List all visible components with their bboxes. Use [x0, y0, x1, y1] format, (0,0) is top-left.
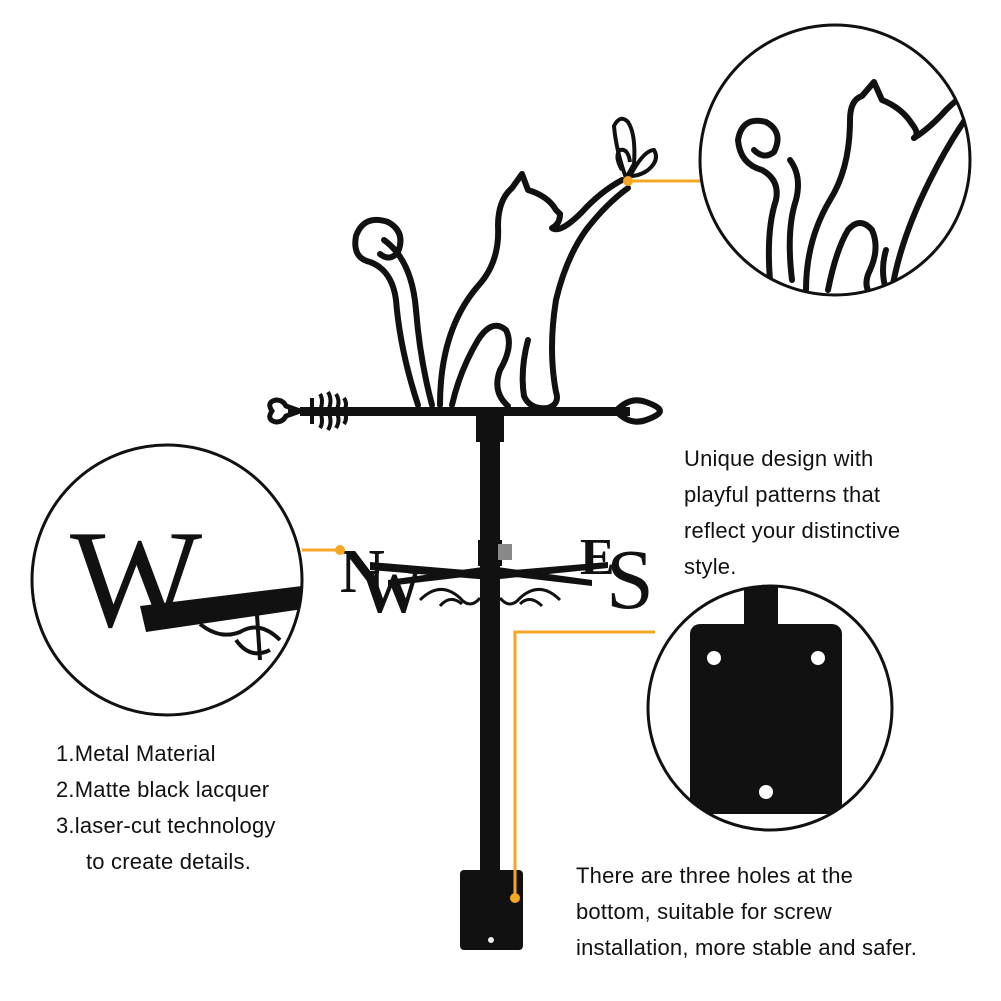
letter-n: N	[340, 538, 385, 606]
letter-w: W	[360, 558, 422, 626]
compass-letters: N W E S	[340, 529, 654, 627]
detail-circle-cat	[698, 23, 972, 297]
design-note-line-1: Unique design with	[684, 446, 874, 471]
leader-dot-letters	[335, 545, 345, 555]
detail-circle-plate	[646, 584, 894, 832]
cat-silhouette	[352, 171, 631, 412]
leader-dot-plate	[510, 893, 520, 903]
design-note-line-2: playful patterns that	[684, 482, 881, 507]
holes-note-line-1: There are three holes at the	[576, 863, 854, 888]
feature-list: 1.Metal Material 2.Matte black lacquer 3…	[56, 736, 276, 880]
letter-s: S	[606, 531, 654, 627]
pole	[480, 415, 500, 885]
letter-e: E	[580, 529, 615, 586]
feature-item-1: 1.Metal Material	[56, 741, 216, 766]
design-note: Unique design with playful patterns that…	[684, 441, 900, 585]
design-note-line-3: reflect your distinctive	[684, 518, 901, 543]
butterfly-icon	[611, 116, 658, 183]
design-note-line-4: style.	[684, 554, 737, 579]
feature-item-2: 2.Matte black lacquer	[56, 777, 270, 802]
leader-line-plate	[513, 630, 655, 898]
fishbone-icon	[288, 390, 352, 432]
detail-letter-w: W	[70, 502, 202, 657]
compass-arms	[370, 540, 608, 608]
leader-dot-cat	[623, 176, 633, 186]
feature-item-3: 3.laser-cut technology	[56, 813, 276, 838]
holes-note-line-2: bottom, suitable for screw	[576, 899, 832, 924]
leader-lines	[302, 179, 700, 898]
detail-circle-letter: W	[30, 443, 304, 717]
holes-note: There are three holes at the bottom, sui…	[576, 858, 917, 966]
arrow	[267, 390, 664, 432]
pole-upper-collar	[476, 412, 504, 442]
plate-hole	[488, 937, 494, 943]
holes-note-line-3: installation, more stable and safer.	[576, 935, 918, 960]
feature-item-3-continued: to create details.	[86, 849, 252, 874]
mounting-plate	[460, 870, 523, 950]
weathervane: N W E S	[267, 116, 664, 950]
